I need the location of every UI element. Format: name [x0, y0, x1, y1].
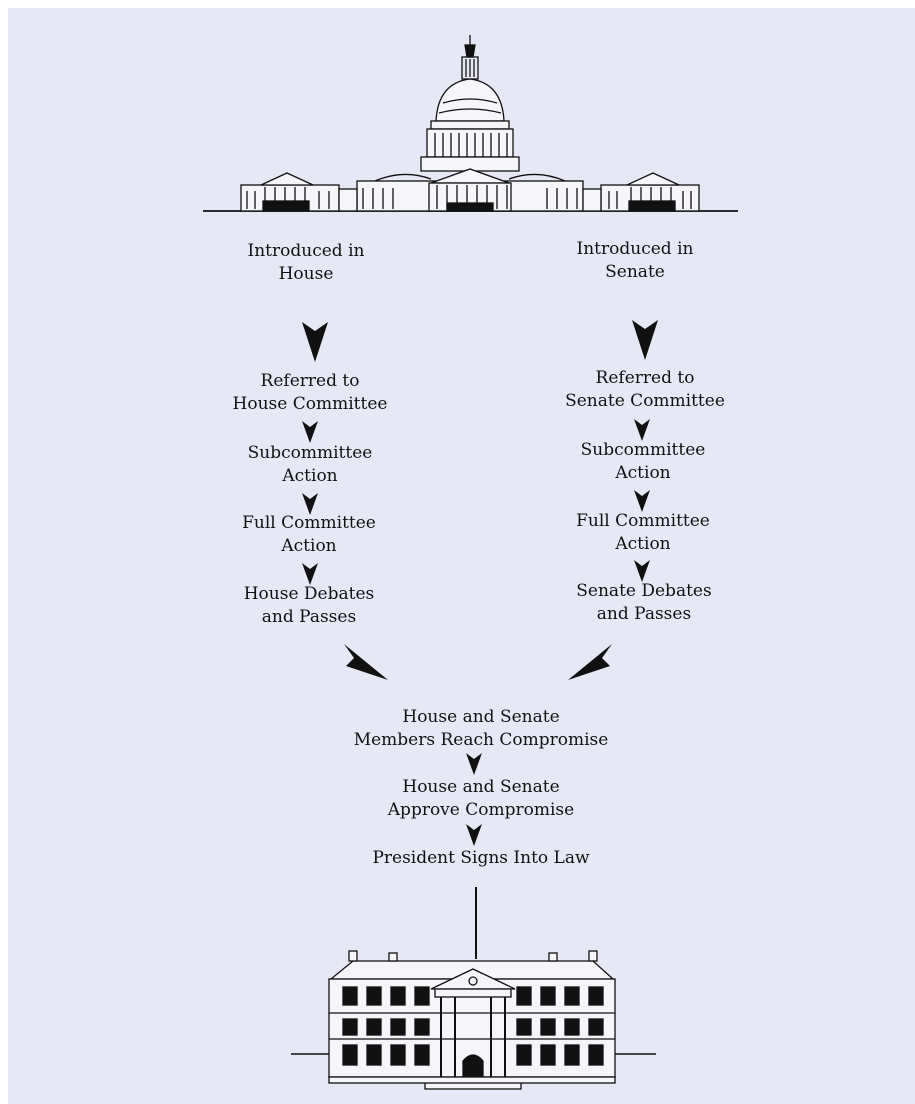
senate-introduced-line-2: Senate	[605, 262, 665, 282]
house-introduced-label: Introduced in House	[216, 240, 396, 286]
senate-arrow-down-3	[634, 560, 650, 582]
approve-line-1: House and Senate	[402, 777, 560, 797]
senate-arrow-down-2	[634, 490, 650, 512]
senate-referred-line-1: Referred to	[595, 368, 695, 388]
compromise-line-2: Members Reach Compromise	[353, 730, 609, 750]
senate-full-committee-line-1: Full Committee	[576, 511, 710, 531]
senate-debate-label: Senate Debates and Passes	[554, 580, 734, 626]
house-arrow-down-2	[302, 493, 318, 515]
house-arrow-down-large	[302, 322, 328, 362]
house-subcommittee-line-2: Action	[282, 466, 338, 486]
house-arrow-down-1	[302, 421, 318, 443]
house-full-committee-label: Full Committee Action	[219, 512, 399, 558]
house-subcommittee-label: Subcommittee Action	[220, 442, 400, 488]
house-debate-line-1: House Debates	[243, 584, 375, 604]
senate-subcommittee-label: Subcommittee Action	[553, 439, 733, 485]
joint-arrow-down-2	[466, 824, 482, 846]
approve-line-2: Approve Compromise	[387, 800, 575, 820]
house-debate-line-2: and Passes	[261, 607, 357, 627]
senate-arrow-diagonal	[568, 644, 612, 680]
house-introduced-line-2: House	[278, 264, 334, 284]
house-debate-label: House Debates and Passes	[219, 583, 399, 629]
diagram-panel: Introduced in House Referred to House Co…	[8, 8, 915, 1104]
compromise-line-1: House and Senate	[402, 707, 560, 727]
senate-full-committee-label: Full Committee Action	[553, 510, 733, 556]
senate-introduced-line-1: Introduced in	[576, 239, 694, 259]
president-signs-label: President Signs Into Law	[331, 847, 631, 870]
senate-referred-label: Referred to Senate Committee	[555, 367, 735, 413]
house-full-committee-line-1: Full Committee	[242, 513, 376, 533]
senate-full-committee-line-2: Action	[615, 534, 671, 554]
house-full-committee-line-2: Action	[281, 536, 337, 556]
senate-referred-line-2: Senate Committee	[565, 391, 725, 411]
approve-label: House and Senate Approve Compromise	[331, 776, 631, 822]
senate-arrow-down-large	[632, 320, 658, 360]
compromise-label: House and Senate Members Reach Compromis…	[331, 706, 631, 752]
house-subcommittee-line-1: Subcommittee	[247, 443, 373, 463]
senate-introduced-label: Introduced in Senate	[545, 238, 725, 284]
joint-arrow-down-1	[466, 753, 482, 775]
house-introduced-line-1: Introduced in	[247, 241, 365, 261]
president-signs-text: President Signs Into Law	[372, 848, 590, 868]
house-arrow-down-3	[302, 563, 318, 585]
senate-arrow-down-1	[634, 419, 650, 441]
house-arrow-diagonal	[344, 644, 388, 680]
senate-debate-line-2: and Passes	[596, 604, 692, 624]
house-referred-line-2: House Committee	[232, 394, 388, 414]
capitol-illustration	[203, 35, 738, 212]
house-referred-label: Referred to House Committee	[220, 370, 400, 416]
house-referred-line-1: Referred to	[260, 371, 360, 391]
senate-debate-line-1: Senate Debates	[576, 581, 712, 601]
senate-subcommittee-line-2: Action	[615, 463, 671, 483]
white-house-illustration	[291, 887, 656, 1090]
senate-subcommittee-line-1: Subcommittee	[580, 440, 706, 460]
